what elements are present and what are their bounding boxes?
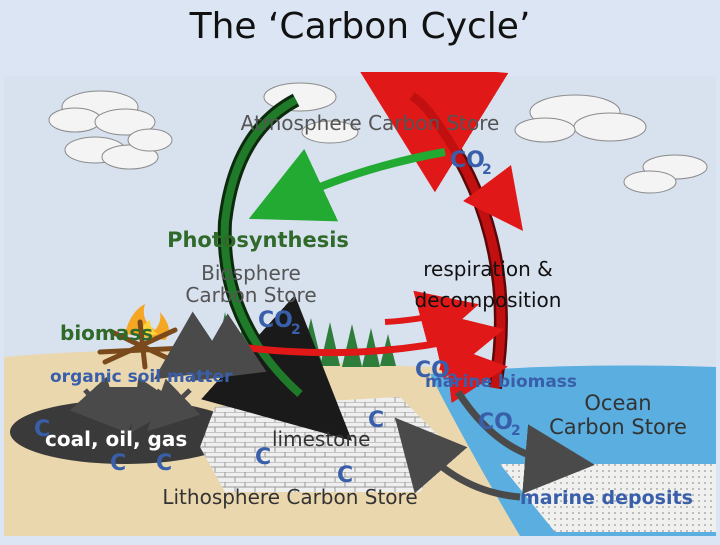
co2-biosphere-label: CO 2 xyxy=(258,308,301,338)
photosynthesis-label: Photosynthesis xyxy=(167,228,349,252)
clouds xyxy=(48,82,708,194)
co2-ocean-label: CO 2 xyxy=(478,410,521,439)
svg-text:2: 2 xyxy=(511,423,521,439)
page-title: The ‘Carbon Cycle’ xyxy=(189,6,531,47)
marine-biomass-label: marine biomass xyxy=(425,372,577,392)
carbon-cycle-diagram: Atmosphere Carbon Store Biosphere Carbon… xyxy=(0,59,720,540)
carbon-label-limestone-2: C xyxy=(368,408,384,433)
biomass-label: biomass xyxy=(60,321,153,345)
diagram-canvas: Atmosphere Carbon Store Biosphere Carbon… xyxy=(4,59,716,536)
respiration-label-2: decomposition xyxy=(415,288,562,312)
cloud-middle xyxy=(263,82,359,144)
cloud-left xyxy=(48,90,173,170)
lithosphere-store-label: Lithosphere Carbon Store xyxy=(162,485,417,509)
limestone-label: limestone xyxy=(272,427,370,451)
cloud-right xyxy=(514,94,708,194)
svg-text:2: 2 xyxy=(448,372,458,388)
svg-text:CO: CO xyxy=(478,410,513,435)
ocean-to-deposits-arrow xyxy=(455,390,595,494)
marine-deposits-label: marine deposits xyxy=(520,487,693,509)
respiration-label-1: respiration & xyxy=(423,257,553,281)
biosphere-store-label-1: Biosphere xyxy=(201,261,301,285)
ocean-store-label-1: Ocean xyxy=(584,391,651,415)
carbon-label-coal-3: C xyxy=(156,451,172,476)
ocean-store-label-2: Carbon Store xyxy=(549,415,687,439)
svg-text:2: 2 xyxy=(482,162,492,178)
carbon-label-coal-1: C xyxy=(34,417,50,442)
svg-text:CO: CO xyxy=(415,358,450,383)
carbon-label-limestone-1: C xyxy=(255,445,271,470)
coal-label: coal, oil, gas xyxy=(45,427,187,451)
co2-top-label: CO 2 xyxy=(450,148,492,178)
co2-sea-label: CO 2 xyxy=(415,358,458,388)
carbon-label-coal-2: C xyxy=(110,451,126,476)
biosphere-store-label-2: Carbon Store xyxy=(185,283,316,307)
marine-respiration-arrow xyxy=(439,343,508,404)
svg-text:CO: CO xyxy=(450,148,485,173)
biomass-to-soil-arrow-2 xyxy=(188,313,267,382)
respiration-small-arrow xyxy=(384,290,479,349)
carbon-label-limestone-3: C xyxy=(337,463,353,488)
svg-text:CO: CO xyxy=(258,308,293,333)
atmosphere-store-label: Atmosphere Carbon Store xyxy=(241,111,500,135)
svg-text:2: 2 xyxy=(291,322,301,338)
soil-to-coal-arrow-4 xyxy=(146,378,201,432)
deposits-to-limestone-arrow xyxy=(394,417,521,501)
organic-soil-label: organic soil matter xyxy=(50,367,233,387)
co2-up-arrow xyxy=(463,165,523,231)
co2-to-photosynthesis-arrow xyxy=(248,148,446,222)
